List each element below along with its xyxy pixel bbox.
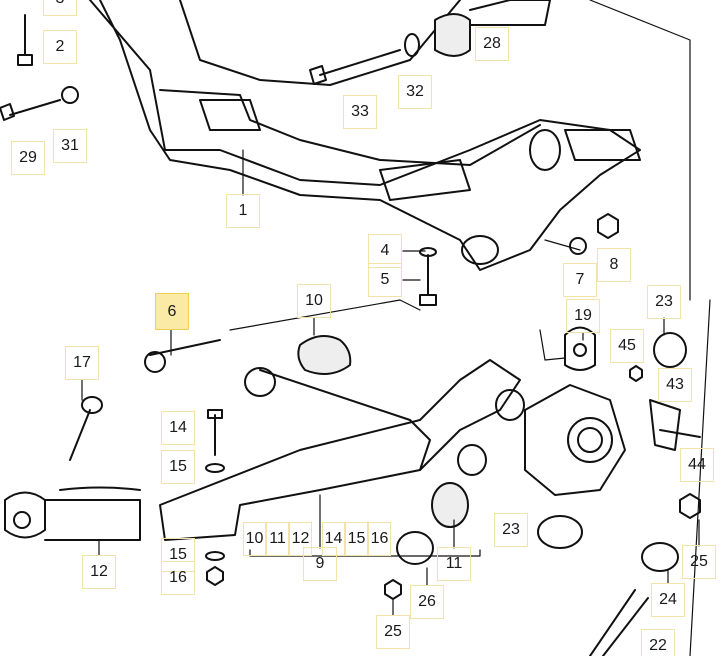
callout-9[interactable]: 9 bbox=[303, 547, 337, 581]
callout-25-right[interactable]: 25 bbox=[682, 545, 716, 579]
callout-25[interactable]: 25 bbox=[376, 615, 410, 649]
leader-lines bbox=[81, 0, 711, 656]
callout-29[interactable]: 29 bbox=[11, 141, 45, 175]
toe-link bbox=[4, 396, 141, 541]
callout-22[interactable]: 22 bbox=[641, 629, 675, 656]
group-callout-14[interactable]: 14 bbox=[322, 522, 345, 556]
group-callout-11[interactable]: 11 bbox=[266, 522, 289, 556]
callout-3[interactable]: 3 bbox=[43, 0, 77, 16]
subframe bbox=[89, 0, 641, 271]
callout-17[interactable]: 17 bbox=[65, 346, 99, 380]
group-callout-12[interactable]: 12 bbox=[289, 522, 312, 556]
wheel-carrier bbox=[384, 326, 701, 656]
group-callout-16[interactable]: 16 bbox=[368, 522, 391, 556]
callout-14[interactable]: 14 bbox=[161, 411, 195, 445]
group-callout-10[interactable]: 10 bbox=[243, 522, 266, 556]
callout-23[interactable]: 23 bbox=[647, 285, 681, 319]
callout-6-highlighted[interactable]: 6 bbox=[155, 293, 189, 330]
callout-5[interactable]: 5 bbox=[368, 263, 402, 297]
callout-43[interactable]: 43 bbox=[658, 368, 692, 402]
callout-31[interactable]: 31 bbox=[53, 129, 87, 163]
callout-2[interactable]: 2 bbox=[43, 30, 77, 64]
callout-45[interactable]: 45 bbox=[610, 329, 644, 363]
group-divider bbox=[312, 522, 322, 558]
callout-26[interactable]: 26 bbox=[410, 585, 444, 619]
callout-16[interactable]: 16 bbox=[161, 561, 195, 595]
bolts-top bbox=[0, 0, 619, 306]
callout-33[interactable]: 33 bbox=[343, 95, 377, 129]
callout-12[interactable]: 12 bbox=[82, 555, 116, 589]
callout-15-lower[interactable]: 15 bbox=[161, 538, 195, 572]
callout-28[interactable]: 28 bbox=[475, 27, 509, 61]
callout-1[interactable]: 1 bbox=[226, 194, 260, 228]
group-callout-15[interactable]: 15 bbox=[345, 522, 368, 556]
callout-10[interactable]: 10 bbox=[297, 284, 331, 318]
trailing-arm bbox=[144, 335, 525, 586]
callout-23-lower[interactable]: 23 bbox=[494, 513, 528, 547]
callout-15[interactable]: 15 bbox=[161, 450, 195, 484]
callout-8[interactable]: 8 bbox=[597, 248, 631, 282]
callout-4[interactable]: 4 bbox=[368, 234, 402, 268]
callout-24[interactable]: 24 bbox=[651, 583, 685, 617]
callout-32[interactable]: 32 bbox=[398, 75, 432, 109]
callout-group-row: 10 11 12 14 15 16 bbox=[243, 522, 391, 558]
callout-19[interactable]: 19 bbox=[566, 299, 600, 333]
callout-11[interactable]: 11 bbox=[437, 547, 471, 581]
callout-7[interactable]: 7 bbox=[563, 263, 597, 297]
callout-44[interactable]: 44 bbox=[680, 448, 714, 482]
